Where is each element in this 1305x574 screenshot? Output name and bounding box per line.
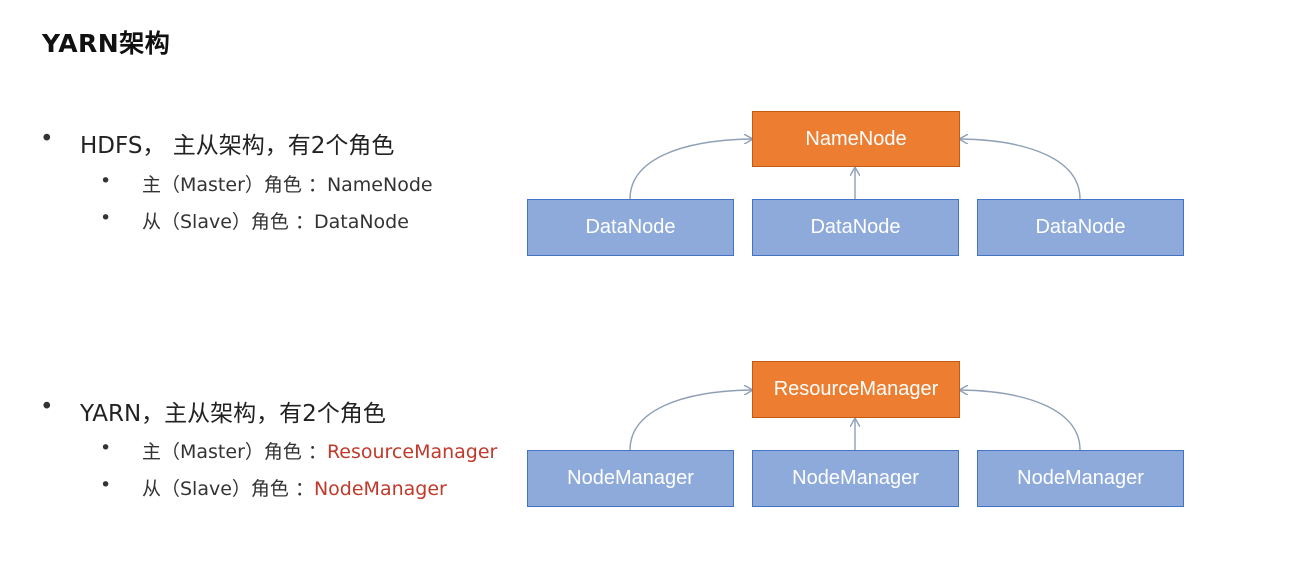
arrow-left-to-master — [629, 139, 752, 200]
arrow-right-to-master — [960, 139, 1081, 200]
datanode-box-2: DataNode — [752, 199, 959, 256]
datanode-box-3: DataNode — [977, 199, 1184, 256]
yarn-slave-label: 从（Slave）角色 ： — [142, 478, 314, 500]
hdfs-slave-value: DataNode — [313, 211, 409, 233]
nodemanager-box-1: NodeManager — [527, 450, 734, 507]
page-title: YARN架构 — [42, 29, 171, 58]
datanode-box-1: DataNode — [527, 199, 734, 256]
bullet-dot: • — [100, 437, 112, 459]
bullet-dot: • — [100, 474, 112, 496]
resourcemanager-box: ResourceManager — [752, 361, 960, 418]
hdfs-master-value: NameNode — [326, 174, 433, 196]
nodemanager-box-3: NodeManager — [977, 450, 1184, 507]
yarn-slave-value: NodeManager — [313, 478, 447, 500]
yarn-master-value: ResourceManager — [326, 441, 498, 463]
hdfs-heading-text: HDFS， 主从架构，有2个角色 — [80, 133, 395, 159]
hdfs-master-item: • 主（Master）角色 ：NameNode — [100, 170, 433, 197]
yarn-master-item: • 主（Master）角色 ：ResourceManager — [100, 437, 497, 464]
arrow-right-to-master — [960, 390, 1081, 451]
bullet-dot: • — [40, 394, 54, 420]
bullet-dot: • — [40, 126, 54, 152]
nodemanager-box-2: NodeManager — [752, 450, 959, 507]
bullet-dot: • — [100, 207, 112, 229]
hdfs-slave-label: 从（Slave）角色 ： — [142, 211, 314, 233]
namenode-box: NameNode — [752, 111, 960, 167]
arrow-left-to-master — [629, 390, 752, 451]
yarn-heading-text: YARN，主从架构，有2个角色 — [80, 401, 386, 427]
hdfs-slave-item: • 从（Slave）角色 ：DataNode — [100, 207, 409, 234]
hdfs-master-label: 主（Master）角色 ： — [142, 174, 327, 196]
yarn-master-label: 主（Master）角色 ： — [142, 441, 327, 463]
yarn-heading: • YARN，主从架构，有2个角色 — [40, 394, 386, 428]
bullet-dot: • — [100, 170, 112, 192]
yarn-slave-item: • 从（Slave）角色 ：NodeManager — [100, 474, 447, 501]
hdfs-heading: • HDFS， 主从架构，有2个角色 — [40, 126, 394, 160]
